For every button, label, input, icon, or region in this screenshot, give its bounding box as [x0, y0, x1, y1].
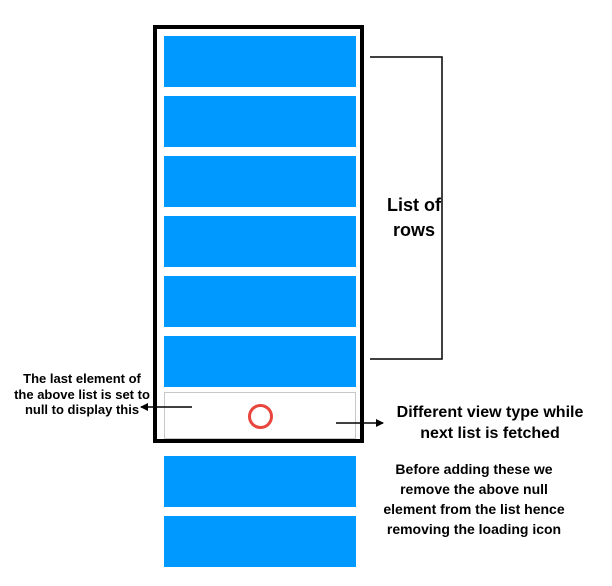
- view-type-note: Different view type while next list is f…: [396, 404, 584, 442]
- list-row: [164, 156, 356, 207]
- list-row: [164, 336, 356, 387]
- loading-row: [164, 392, 356, 439]
- loading-circle-icon: [248, 404, 273, 429]
- list-row: [164, 276, 356, 327]
- next-list-row: [164, 516, 356, 567]
- next-list-row: [164, 456, 356, 507]
- list-row: [164, 216, 356, 267]
- list-container-frame: [153, 25, 364, 443]
- list-row: [164, 36, 356, 87]
- last-element-note: The last element of the above list is se…: [14, 371, 150, 417]
- list-row: [164, 96, 356, 147]
- list-of-rows-label: List of rows: [387, 195, 441, 240]
- before-adding-note: Before adding these we remove the above …: [383, 461, 565, 537]
